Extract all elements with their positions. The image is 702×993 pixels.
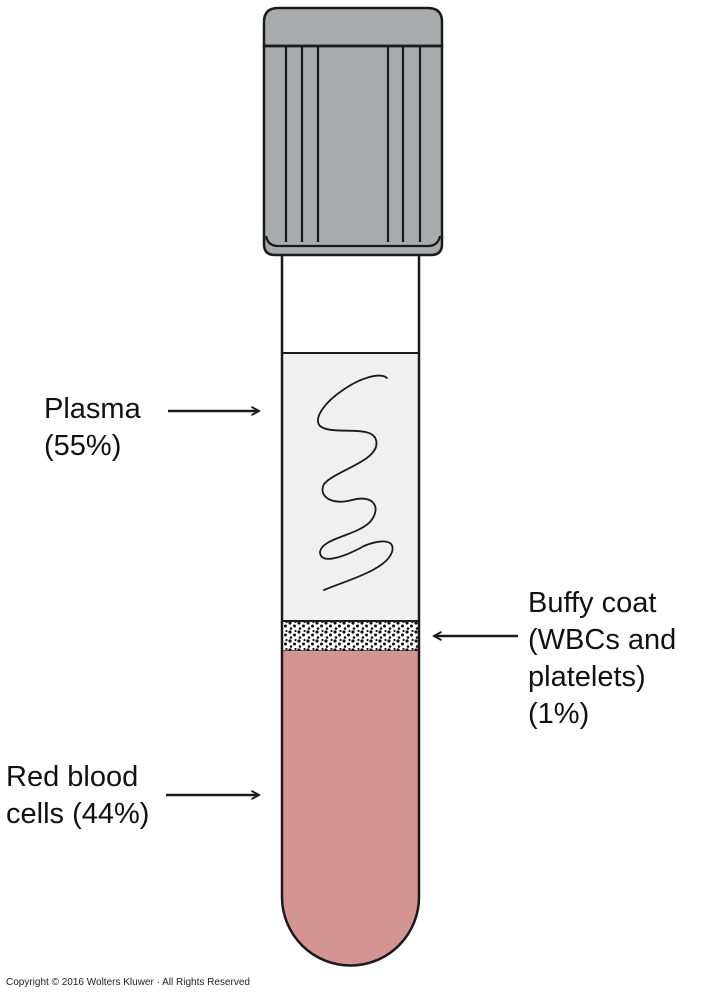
plasma-label: Plasma (55%): [44, 391, 141, 465]
buffy-coat-label-line4: (1%): [528, 698, 590, 730]
red-blood-cells-label-line1: Red blood: [6, 761, 139, 793]
buffy-coat-layer: [282, 621, 419, 651]
tube-empty-region: [282, 255, 419, 353]
buffy-coat-label-line1: Buffy coat: [528, 587, 657, 619]
buffy-coat-label-line2: (WBCs and: [528, 624, 677, 656]
plasma-label-line1: Plasma: [44, 393, 141, 425]
tube-outline: [280, 255, 421, 967]
red-blood-cells-layer: [282, 651, 419, 966]
tube-cap: [262, 6, 444, 257]
cap-top: [262, 6, 444, 48]
plasma-label-line2: (55%): [44, 430, 122, 462]
red-blood-cells-label: Red blood cells (44%): [6, 759, 149, 833]
plasma-squiggle: [317, 374, 394, 591]
copyright-notice: Copyright © 2016 Wolters Kluwer · All Ri…: [6, 977, 250, 988]
test-tube: [280, 255, 421, 967]
buffy-coat-label-line3: platelets): [528, 661, 646, 693]
red-blood-cells-label-line2: cells (44%): [6, 798, 150, 830]
buffy-coat-label: Buffy coat (WBCs and platelets) (1%): [528, 585, 676, 733]
plasma-layer: [282, 353, 419, 621]
cap-body: [262, 44, 444, 257]
